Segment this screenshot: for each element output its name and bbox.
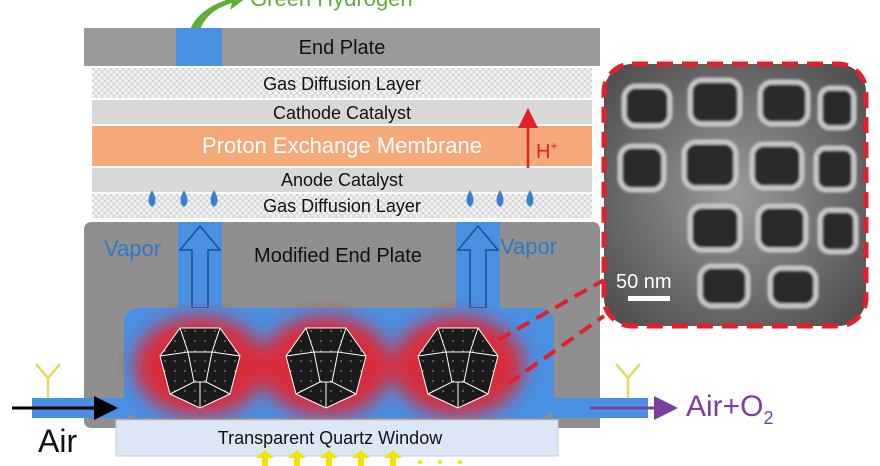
nanoparticle-right xyxy=(417,327,499,409)
sem-pore-texture xyxy=(617,77,859,309)
scale-bar xyxy=(628,296,670,301)
water-droplets xyxy=(148,190,534,207)
nanoparticle-middle xyxy=(285,327,367,409)
droplet-icon xyxy=(210,190,218,207)
callout-line-upper xyxy=(497,278,605,342)
proton-label: H+ xyxy=(536,139,557,163)
sunlight-arrows xyxy=(256,450,462,466)
end-plate-label: End Plate xyxy=(299,37,386,59)
nanoparticle-left xyxy=(159,327,241,409)
sunlight-arrow-icon xyxy=(352,450,370,466)
modified-end-plate-label: Modified End Plate xyxy=(254,245,422,267)
sunlight-arrow-icon xyxy=(384,450,402,466)
vapor-label-left: Vapor xyxy=(104,236,161,261)
anode-catalyst-label: Anode Catalyst xyxy=(281,170,403,190)
vapor-label-right: Vapor xyxy=(500,234,557,259)
air-out-label: Air+O2 xyxy=(686,390,774,428)
gas-diffusion-layer-top xyxy=(92,68,592,98)
gas-diffusion-layer-top-label: Gas Diffusion Layer xyxy=(263,74,421,94)
end-plate-hydrogen-channel xyxy=(176,28,222,66)
cathode-catalyst-label: Cathode Catalyst xyxy=(273,103,411,123)
droplet-icon xyxy=(180,190,188,207)
proton-exchange-membrane xyxy=(92,126,592,166)
sunlight-arrow-icon xyxy=(288,450,306,466)
anode-catalyst xyxy=(92,168,592,192)
outlet-sensor-icon xyxy=(615,363,641,398)
droplet-icon xyxy=(526,190,534,207)
vapor-arrow-right xyxy=(456,224,500,309)
gas-diffusion-layer-bottom xyxy=(92,194,592,218)
droplet-icon xyxy=(148,190,156,207)
vapor-channel-right xyxy=(456,222,500,312)
green-hydrogen-label: Green Hydrogen xyxy=(250,0,413,11)
hydrogen-output-arrow xyxy=(190,0,244,30)
air-in-label: Air xyxy=(38,423,77,459)
droplet-icon xyxy=(466,190,474,207)
inlet-sensor-icon xyxy=(35,363,61,398)
scale-bar-label: 50 nm xyxy=(616,271,672,293)
sunlight-arrow-icon xyxy=(320,450,338,466)
membrane-label: Proton Exchange Membrane xyxy=(202,133,482,158)
vapor-arrow-left xyxy=(178,224,222,309)
sunlight-arrow-icon xyxy=(256,450,274,466)
gas-diffusion-layer-bottom-label: Gas Diffusion Layer xyxy=(263,196,421,216)
cathode-catalyst xyxy=(92,100,592,124)
sem-image-inset xyxy=(601,61,869,329)
droplet-icon xyxy=(496,190,504,207)
quartz-window xyxy=(115,419,559,457)
end-plate xyxy=(84,28,600,66)
vapor-channel-left xyxy=(178,222,222,312)
quartz-window-label: Transparent Quartz Window xyxy=(218,428,443,448)
callout-line-lower xyxy=(506,314,606,386)
